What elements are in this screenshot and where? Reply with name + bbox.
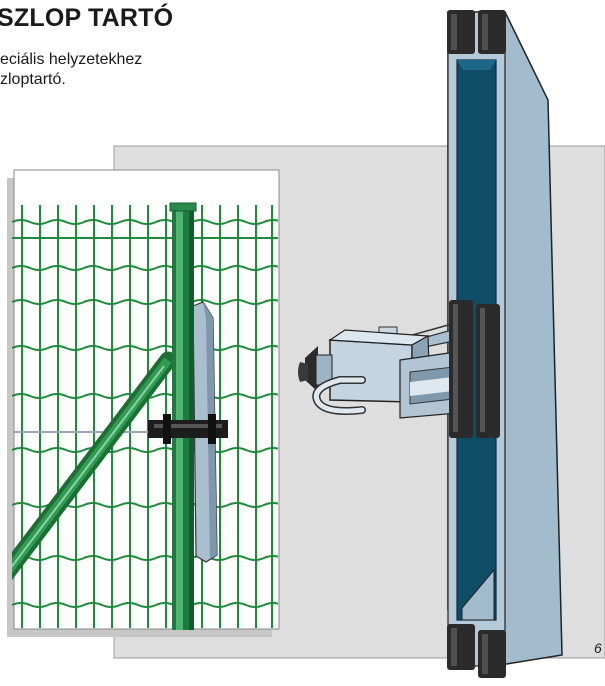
post-holder-bracket bbox=[298, 300, 500, 438]
page-number: 6 bbox=[594, 640, 602, 656]
page-title: SZLOP TARTÓ bbox=[0, 4, 174, 32]
subtitle-line-1: eciális helyzetekhez bbox=[0, 51, 143, 68]
inset-clamp bbox=[148, 414, 228, 444]
inset-green-post bbox=[169, 202, 197, 630]
diagonal-brace bbox=[12, 351, 177, 581]
subtitle-line-2: zloptartó. bbox=[0, 71, 66, 88]
steel-pillar bbox=[447, 10, 563, 678]
page-subtitle: eciális helyzetekhez zloptartó. bbox=[0, 50, 142, 90]
